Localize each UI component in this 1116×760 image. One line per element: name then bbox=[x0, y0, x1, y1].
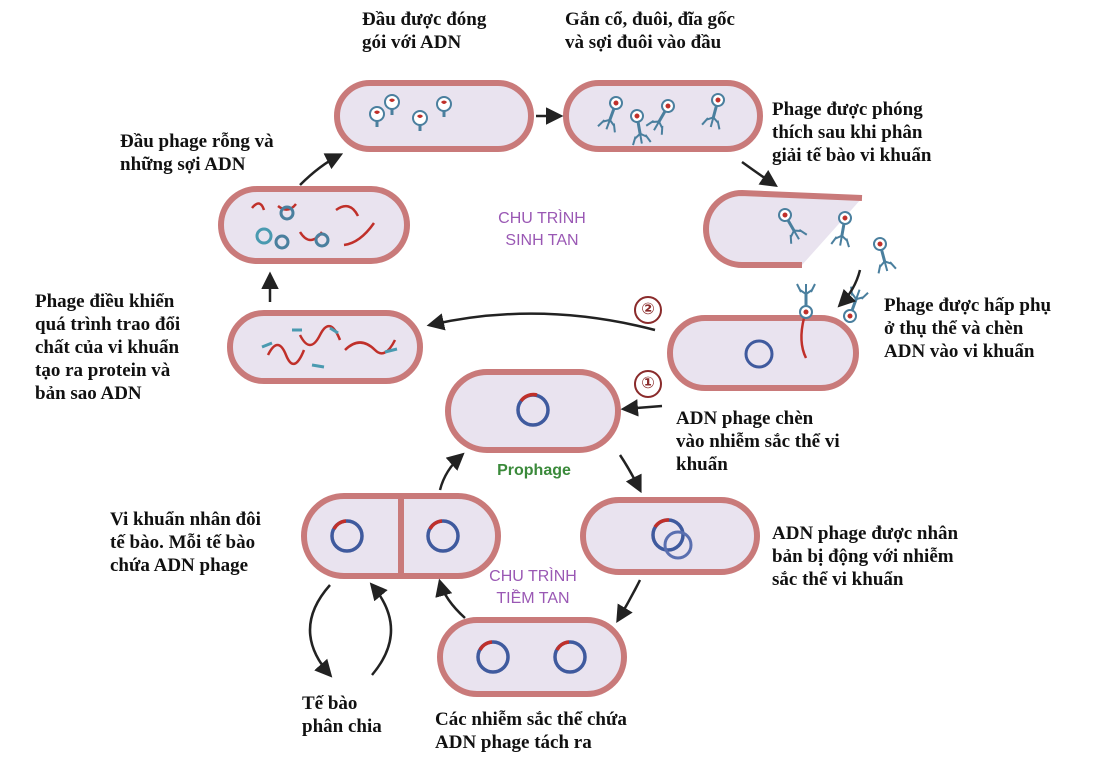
label-assembly: Gắn cổ, đuôi, đĩa gốc và sợi đuôi vào đầ… bbox=[565, 8, 735, 54]
cell-assembled-phages bbox=[566, 83, 760, 149]
label-replicate: ADN phage được nhân bản bị động với nhiễ… bbox=[772, 522, 958, 591]
label-divide: Vi khuẩn nhân đôi tế bào. Mỗi tế bào chứ… bbox=[110, 508, 261, 577]
cell-control bbox=[230, 313, 420, 381]
cell-attached bbox=[670, 284, 868, 388]
label-separate: Các nhiễm sắc thể chứa ADN phage tách ra bbox=[435, 708, 627, 754]
label-release: Phage được phóng thích sau khi phân giải… bbox=[772, 98, 931, 167]
cell-packaged-heads bbox=[337, 83, 531, 149]
step-1-marker: ① bbox=[634, 370, 662, 398]
step-2-marker: ② bbox=[634, 296, 662, 324]
label-head-packaged: Đầu được đóng gói với ADN bbox=[362, 8, 486, 54]
cell-replicating bbox=[583, 500, 757, 572]
cell-empty-heads bbox=[221, 189, 407, 261]
label-empty-heads: Đầu phage rỗng và những sợi ADN bbox=[120, 130, 274, 176]
label-insert: ADN phage chèn vào nhiễm sắc thể vi khuẩ… bbox=[676, 407, 840, 476]
label-cell-division: Tế bào phân chia bbox=[302, 692, 382, 738]
lytic-cycle-label: CHU TRÌNH SINH TAN bbox=[482, 208, 602, 252]
label-attach: Phage được hấp phụ ở thụ thể và chèn ADN… bbox=[884, 294, 1051, 363]
cell-separating bbox=[440, 620, 624, 694]
cell-dividing bbox=[304, 496, 498, 576]
lysogenic-cycle-label: CHU TRÌNH TIỀM TAN bbox=[473, 566, 593, 610]
prophage-label: Prophage bbox=[480, 460, 588, 482]
cell-prophage bbox=[448, 372, 618, 450]
label-control: Phage điều khiển quá trình trao đổi chất… bbox=[35, 290, 180, 405]
cell-lysed bbox=[706, 193, 896, 273]
